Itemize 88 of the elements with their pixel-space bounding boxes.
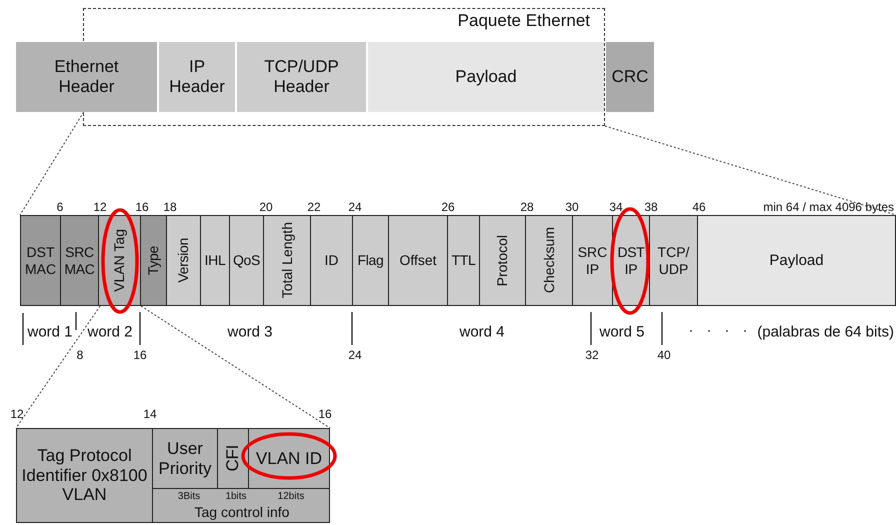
byte-offset-label: 16 [318, 407, 332, 421]
field-name: Flag [357, 252, 384, 269]
zoom-line [16, 306, 101, 428]
byte-offset-label: 30 [565, 200, 579, 214]
byte-offset-label: 12 [93, 200, 107, 214]
field-cell [310, 215, 353, 306]
word-label: word 1 [27, 324, 73, 340]
field-cell [152, 428, 218, 489]
byte-offset-label: 16 [133, 348, 147, 362]
byte-offset-label: 24 [348, 200, 362, 214]
field-name: VLAN Tag [111, 229, 128, 292]
field-cell [140, 215, 167, 306]
byte-offset-label: 34 [609, 200, 623, 214]
field-name: Payload [769, 252, 824, 270]
field-cell [20, 215, 61, 306]
header-segment [606, 42, 654, 112]
field-cell [263, 215, 311, 306]
field-cell [229, 215, 264, 306]
field-name: Version [175, 238, 192, 283]
word-label: word 4 [459, 324, 505, 340]
field-cell [352, 215, 389, 306]
field-name: QoS [232, 252, 260, 269]
byte-offset-label: 40 [657, 348, 671, 362]
byte-offset-label: 32 [585, 348, 599, 362]
byte-offset-label: 20 [259, 200, 273, 214]
field-name: Checksum [540, 227, 558, 294]
field-cell [166, 215, 201, 306]
byte-offset-label: 16 [135, 200, 149, 214]
field-name: ID [324, 252, 338, 269]
field-name: Tag control info [194, 504, 290, 520]
byte-offset-label: 22 [307, 200, 321, 214]
byte-offset-label: 12 [10, 407, 24, 421]
byte-offset-label: 8 [76, 348, 84, 362]
field-name: Payload [455, 67, 517, 87]
byte-offset-label: 6 [56, 200, 64, 214]
zoom-line [140, 306, 330, 428]
byte-offset-label: 18 [163, 200, 177, 214]
word-label: word 5 [599, 324, 645, 340]
bit-size-label: 3Bits [178, 491, 200, 502]
field-name: VLAN ID [256, 448, 322, 468]
header-segment [368, 42, 604, 112]
field-cell [572, 215, 613, 306]
field-cell [152, 488, 330, 523]
field-cell [217, 428, 249, 489]
field-name: User Priority [158, 438, 212, 478]
byte-offset-label: 46 [692, 200, 706, 214]
byte-offset-label: 14 [143, 407, 157, 421]
field-name: TCP/UDP Header [263, 57, 340, 97]
field-cell [16, 428, 153, 523]
field-name: TCP/ UDP [656, 244, 690, 277]
field-name: TTL [452, 252, 476, 269]
field-cell [697, 215, 896, 306]
field-cell [479, 215, 526, 306]
note: (palabras de 64 bits) [757, 324, 894, 340]
field-cell [388, 215, 448, 306]
header-segment [159, 42, 235, 112]
field-name: Tag Protocol Identifier 0x8100 VLAN [20, 446, 148, 505]
field-name: Protocol [494, 234, 511, 286]
word-label: word 3 [227, 324, 273, 340]
field-cell [60, 215, 99, 306]
field-name: Ethernet Header [53, 57, 120, 97]
field-name: IP Header [169, 57, 225, 97]
frame-title: Paquete Ethernet [458, 11, 590, 31]
field-name: SRC MAC [63, 244, 96, 277]
field-name: DST MAC [24, 244, 58, 277]
field-name: SRC IP [576, 244, 608, 277]
field-cell [447, 215, 480, 306]
field-cell [525, 215, 573, 306]
field-cell [649, 215, 698, 306]
field-name: IHL [204, 252, 226, 269]
field-name: Offset [399, 252, 437, 269]
bit-size-label: 1bits [225, 491, 247, 502]
bit-size-label: 12bits [278, 491, 304, 502]
word-label: word 2 [87, 324, 133, 340]
byte-offset-label: 24 [348, 348, 362, 362]
size-note: min 64 / max 4096 bytes [763, 200, 894, 214]
header-segment [16, 42, 157, 112]
field-name: DST IP [616, 244, 646, 277]
field-cell [200, 215, 230, 306]
byte-offset-label: 38 [644, 200, 658, 214]
zoom-line [604, 126, 896, 216]
header-segment [237, 42, 366, 112]
byte-offset-label: 26 [441, 200, 455, 214]
field-name: Total Length [278, 222, 296, 299]
byte-offset-label: 28 [520, 200, 534, 214]
field-name: CRC [612, 67, 648, 87]
field-name: Type [145, 246, 162, 276]
field-name: CFI [223, 445, 243, 472]
